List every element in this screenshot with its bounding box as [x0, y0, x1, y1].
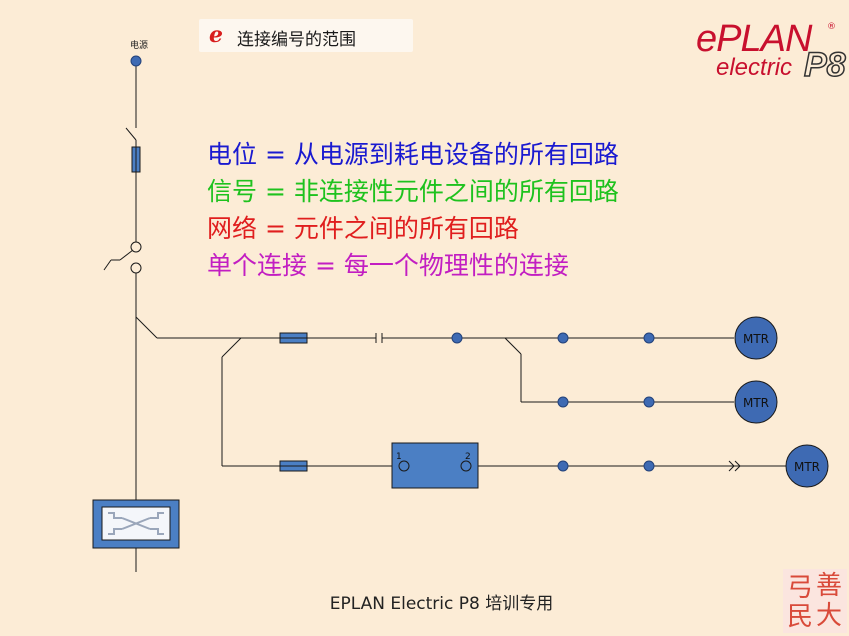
seal-char: 民: [787, 602, 814, 632]
power-label: 电源: [130, 39, 148, 51]
module-pattern: [150, 512, 164, 519]
motor-3-label: MTR: [794, 460, 820, 474]
node-middle: [643, 396, 655, 408]
seal-stamp: 善 弓 民 大: [783, 569, 847, 633]
definition-signal: 信号 = 非连接性元件之间的所有回路: [207, 177, 619, 206]
breaker-lever: [103, 259, 112, 271]
logo-registered-mark: ®: [827, 22, 836, 32]
page-title: 连接编号的范围: [237, 30, 356, 50]
definition-potential: 电位 = 从电源到耗电设备的所有回路: [207, 140, 619, 169]
switch-contact: [125, 127, 137, 141]
motor-1: [734, 316, 778, 360]
motor-3: [785, 444, 829, 488]
breaker-terminal: [130, 262, 142, 274]
node-bottom: [643, 460, 655, 472]
eplan-e-icon: e: [209, 22, 223, 48]
seal-char: 善: [816, 571, 843, 601]
node-top: [451, 332, 463, 344]
module-pattern: [108, 512, 122, 519]
logo-text-p8: P8: [803, 45, 846, 85]
device-pin-2: [460, 460, 472, 472]
device-pin-2-label: 2: [465, 452, 471, 462]
breaker-terminal: [130, 241, 142, 253]
motor-2-label: MTR: [743, 396, 769, 410]
node-top: [557, 332, 569, 344]
terminal-module: [92, 499, 180, 549]
module-pattern: [108, 528, 122, 535]
definition-single-connection: 单个连接 = 每一个物理性的连接: [207, 251, 569, 280]
definitions-list: 电位 = 从电源到耗电设备的所有回路 信号 = 非连接性元件之间的所有回路 网络…: [207, 136, 619, 284]
title-box: e 连接编号的范围: [199, 19, 413, 52]
motor-1-label: MTR: [743, 332, 769, 346]
device-pin-1-label: 1: [396, 452, 402, 462]
node-middle: [557, 396, 569, 408]
motor-2: [734, 380, 778, 424]
module-pattern: [150, 528, 164, 535]
wire-branch: [221, 337, 242, 358]
logo-text-electric: electric: [716, 54, 793, 81]
seal-char: 弓: [787, 573, 814, 603]
logo-text-eplan: ePLAN: [696, 18, 812, 60]
module-pattern: [121, 517, 151, 530]
breaker-blade: [119, 249, 134, 261]
node-top: [643, 332, 655, 344]
wire-branch: [135, 316, 158, 339]
seal-char: 大: [816, 601, 843, 631]
connector-chevron: [728, 460, 735, 472]
wire-branch: [504, 337, 522, 355]
power-source-node: [130, 55, 142, 67]
node-bottom: [557, 460, 569, 472]
eplan-logo: ePLAN ® electric P8: [696, 16, 846, 90]
footer-text: EPLAN Electric P8 培训专用: [329, 594, 554, 614]
device-pin-1: [398, 460, 410, 472]
definition-network: 网络 = 元件之间的所有回路: [207, 214, 519, 243]
connector-chevron: [734, 460, 741, 472]
